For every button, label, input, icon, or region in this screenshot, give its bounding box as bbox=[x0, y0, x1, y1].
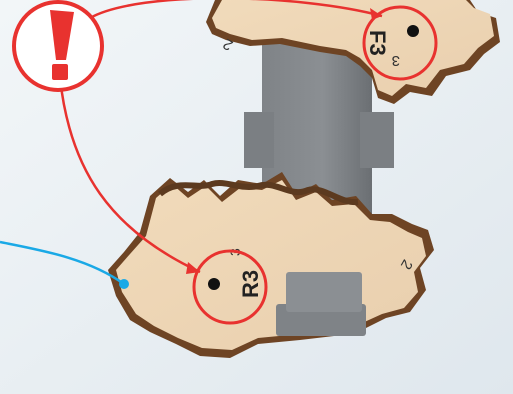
blue-leader-dot bbox=[119, 279, 129, 289]
exclamation-icon[interactable] bbox=[14, 2, 102, 90]
bottom-gear-label: R3 bbox=[238, 270, 263, 298]
gray-block-small bbox=[276, 272, 366, 336]
top-gear-hole bbox=[407, 25, 419, 37]
bottom-gear-hole bbox=[208, 278, 220, 290]
top-gear-small-number: 3 bbox=[392, 52, 400, 69]
top-gear-label: F3 bbox=[365, 30, 390, 56]
